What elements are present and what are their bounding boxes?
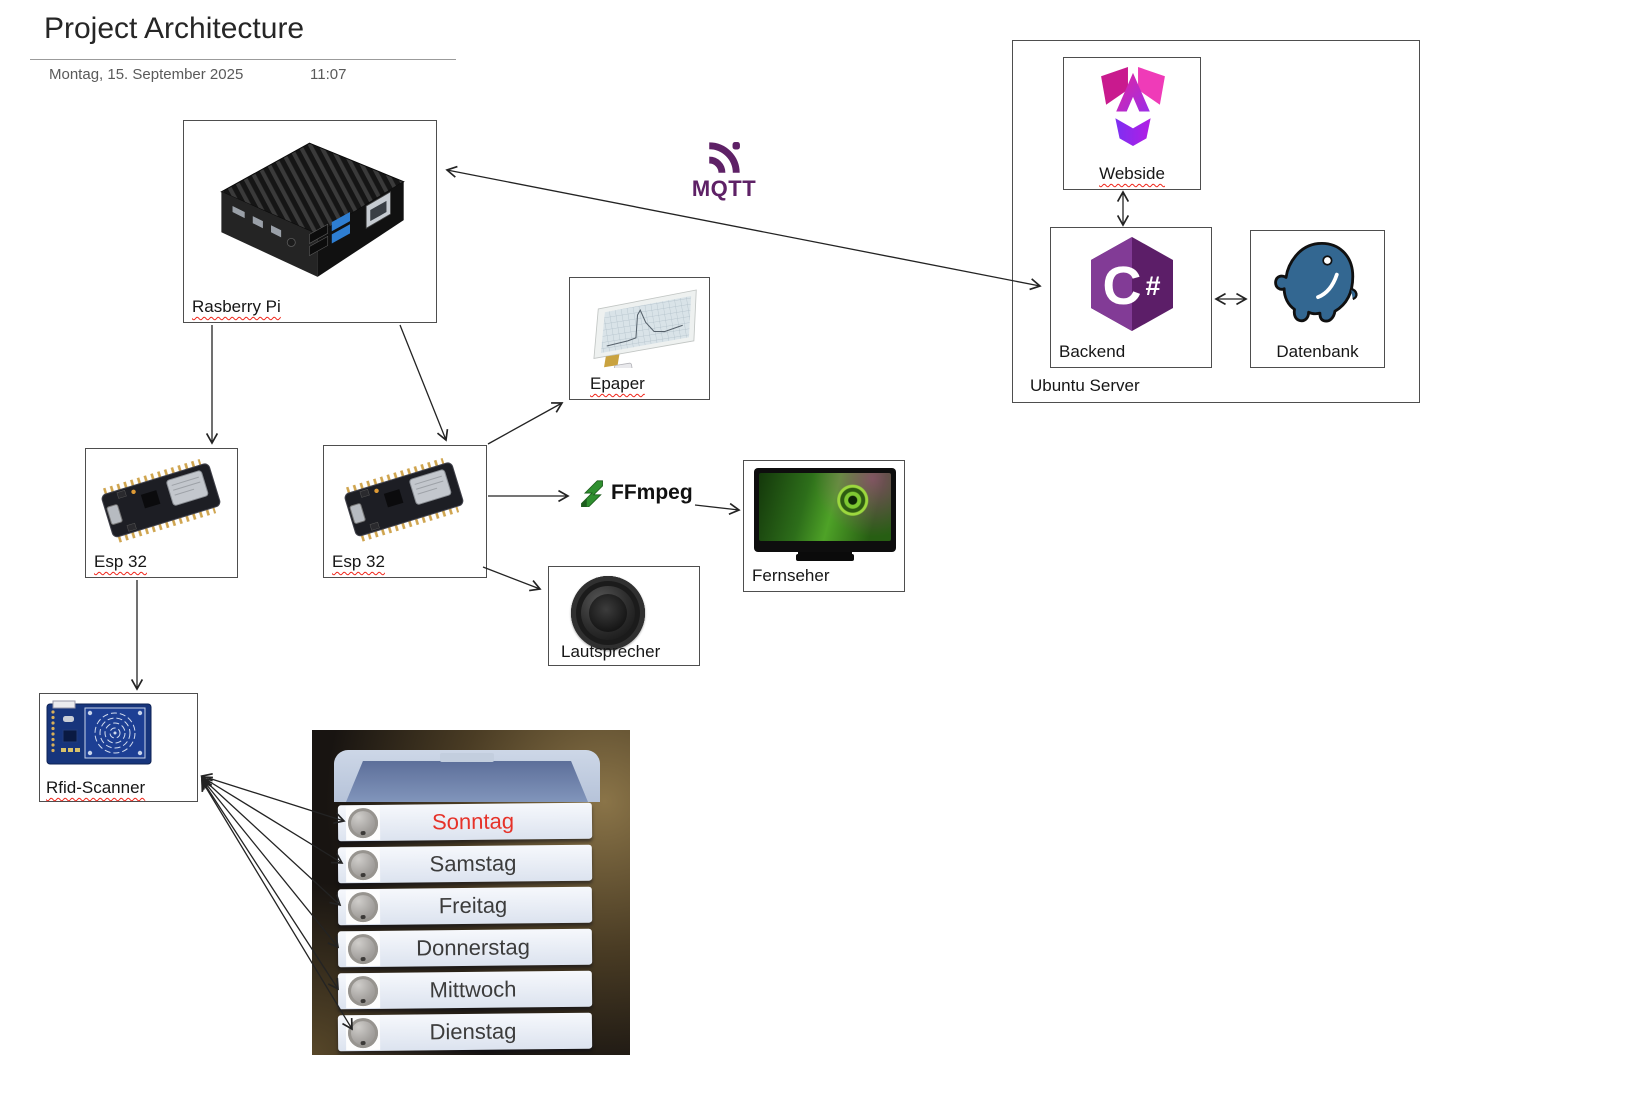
arrow-esp32-lautsprecher[interactable] <box>482 566 542 592</box>
wifi-shield <box>166 470 209 506</box>
antenna-arcs <box>94 712 136 754</box>
csharp-c: C <box>1103 256 1142 316</box>
epaper-box[interactable]: Epaper <box>569 277 710 400</box>
backend-label[interactable]: Backend <box>1059 342 1126 361</box>
page-date[interactable]: Montag, 15. September 2025 <box>49 66 244 83</box>
ffmpeg-label[interactable]: FFmpeg <box>611 481 693 504</box>
elephant-eye <box>1322 255 1333 266</box>
ubuntu-server-label[interactable]: Ubuntu Server <box>1030 376 1140 395</box>
arrow-ffmpeg-fernseher[interactable] <box>694 502 741 516</box>
rfid-scanner-image[interactable] <box>45 700 155 770</box>
arrow-rfid-dienstag[interactable] <box>201 779 353 1031</box>
angular-logo[interactable] <box>1091 64 1175 154</box>
usb2-port <box>309 223 329 244</box>
backend-box[interactable]: C # Backend <box>1050 227 1212 368</box>
epaper-graph-curve <box>606 309 683 347</box>
raspberry-pi-label[interactable]: Rasberry Pi <box>192 297 281 316</box>
rfid-scanner-label[interactable]: Rfid-Scanner <box>46 778 146 797</box>
esp32-left-image[interactable] <box>91 453 231 549</box>
tv-screen-chameleon <box>759 473 891 541</box>
epaper-label[interactable]: Epaper <box>590 374 645 393</box>
csharp-logo[interactable]: C # <box>1082 234 1182 334</box>
arrow-pi-esp32-right[interactable] <box>399 324 449 442</box>
datenbank-box[interactable]: Datenbank <box>1250 230 1385 368</box>
drawer-photo[interactable]: Sonntag Samstag Freitag Donnerstag Mittw… <box>312 730 630 1055</box>
tv-image[interactable] <box>754 468 896 552</box>
micro-usb <box>106 504 123 525</box>
drawer-unit: Sonntag Samstag Freitag Donnerstag Mittw… <box>334 750 600 1052</box>
lautsprecher-box[interactable]: Lautsprecher <box>548 566 700 666</box>
ffmpeg-block[interactable]: FFmpeg <box>578 479 693 507</box>
elephant-tail <box>1350 287 1358 301</box>
epaper-image[interactable] <box>571 282 709 368</box>
arrow-rfid-sonntag[interactable] <box>200 772 346 825</box>
usb3-port <box>331 212 351 232</box>
arrow-esp32-epaper[interactable] <box>487 402 564 445</box>
fpc-cable <box>604 354 620 368</box>
arrow-rfid-samstag[interactable] <box>200 776 344 864</box>
lautsprecher-label[interactable]: Lautsprecher <box>561 642 661 661</box>
page-time[interactable]: 11:07 <box>310 66 347 83</box>
fernseher-label[interactable]: Fernseher <box>752 566 830 585</box>
raspberry-pi-image[interactable] <box>196 129 424 287</box>
wifi-shield <box>409 469 452 505</box>
esp32-right-image[interactable] <box>334 452 474 548</box>
title-divider <box>30 59 456 60</box>
arrow-rfid-donnerstag[interactable] <box>200 777 340 949</box>
audio-jack <box>286 237 296 247</box>
esp32-left-label[interactable]: Esp 32 <box>94 552 147 571</box>
webside-label[interactable]: Webside <box>1099 164 1165 183</box>
fernseher-box[interactable]: Fernseher <box>743 460 905 592</box>
pin-header <box>51 710 55 753</box>
raspberry-pi-box[interactable]: Rasberry Pi <box>183 120 437 323</box>
speaker-image[interactable] <box>571 576 645 650</box>
datenbank-label[interactable]: Datenbank <box>1276 342 1359 361</box>
page-title[interactable]: Project Architecture <box>44 12 305 45</box>
esp32-left-box[interactable]: Esp 32 <box>85 448 238 578</box>
arrow-pi-mqtt-backend[interactable] <box>445 165 1042 291</box>
csharp-hash: # <box>1145 271 1160 301</box>
webside-box[interactable]: Webside <box>1063 57 1201 190</box>
drawer-top-bin <box>334 750 600 802</box>
esp32-right-label[interactable]: Esp 32 <box>332 552 385 571</box>
rfid-scanner-box[interactable]: Rfid-Scanner <box>39 693 198 802</box>
micro-usb <box>349 503 366 524</box>
esp32-right-box[interactable]: Esp 32 <box>323 445 487 578</box>
crystal <box>63 716 74 722</box>
ffmpeg-icon <box>581 480 603 507</box>
postgresql-logo[interactable] <box>1271 237 1365 331</box>
